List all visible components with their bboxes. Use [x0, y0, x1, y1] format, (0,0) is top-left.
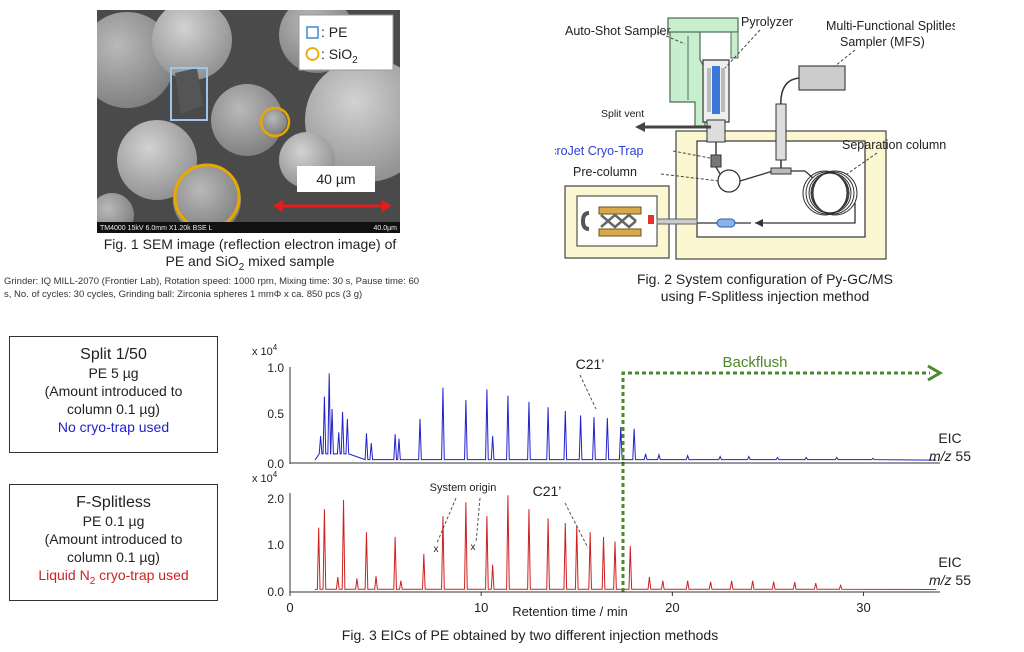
x-tick-label: 0: [286, 600, 293, 615]
label-pre-column: Pre-column: [573, 165, 637, 179]
label-separation-column: Separation column: [842, 138, 946, 152]
label-pyrolyzer: Pyrolyzer: [741, 15, 793, 29]
method-box-split: Split 1/50 PE 5 µg (Amount introduced to…: [9, 336, 218, 453]
scale-label: 40 µm: [316, 171, 355, 187]
svg-text:TM4000 15kV 6.0mm X1.20k BSE L: TM4000 15kV 6.0mm X1.20k BSE L: [100, 225, 213, 232]
top-y-tick-mid: 0.5: [267, 407, 284, 421]
top-eic-label: EIC: [938, 430, 961, 446]
svg-text:: SiO2: : SiO2: [321, 46, 358, 66]
backflush-label: Backflush: [722, 354, 787, 371]
fig1-conditions: Grinder: IQ MILL-2070 (Frontier Lab), Ro…: [4, 276, 420, 300]
legend-sio2: : SiO: [321, 46, 352, 62]
bottom-y-tick-mid: 1.0: [267, 538, 284, 552]
label-split-vent: Split vent: [601, 108, 644, 120]
system-origin-marker-1: x: [434, 544, 439, 555]
mfs-unit: [798, 65, 846, 91]
sio2-legend-icon: [305, 47, 320, 61]
fig2-system-diagram: Auto-Shot Sampler Pyrolyzer Multi-Functi…: [537, 8, 964, 270]
cryo-trap-unit: [710, 154, 722, 168]
backflush-restrictor: [716, 218, 736, 228]
label-auto-shot: Auto-Shot Sampler: [565, 24, 671, 38]
top-y-tick-zero: 0.0: [267, 457, 284, 471]
system-diagram-svg: Auto-Shot Sampler Pyrolyzer Multi-Functi…: [537, 15, 964, 260]
separation-column-coil: [802, 170, 858, 216]
bottom-y-tick-max: 2.0: [267, 492, 284, 506]
bottom-mz-label: m/z 55: [929, 572, 971, 588]
system-origin-marker-2: x: [471, 542, 476, 553]
eic-trace-split: [314, 373, 937, 461]
bottom-y-tick-zero: 0.0: [267, 585, 284, 599]
label-cryo-trap: MicroJet Cryo-Trap: [555, 144, 644, 158]
bottom-y-scale: x 104: [252, 470, 278, 485]
fig2-caption: Fig. 2 System configuration of Py-GC/MS …: [637, 271, 893, 304]
top-mz-label: m/z 55: [929, 448, 971, 464]
method-box-f-splitless: F-Splitless PE 0.1 µg (Amount introduced…: [9, 484, 218, 601]
system-origin-label: System origin: [430, 482, 497, 494]
eic-chart: x 104 1.0 0.5 0.0 EIC m/z 55 x 104 2.0 1…: [252, 343, 971, 619]
label-mfs-1: Multi-Functional Splitless: [826, 19, 955, 33]
backflush-arrow: [621, 371, 930, 592]
top-y-scale: x 104: [252, 343, 278, 358]
x-tick-label: 10: [474, 600, 488, 615]
x-tick-label: 20: [665, 600, 679, 615]
pe-highlight-box: [170, 67, 208, 121]
x-tick-label: 30: [856, 600, 870, 615]
fig3-caption: Fig. 3 EICs of PE obtained by two differ…: [341, 627, 719, 643]
sem-micrograph: : PE : SiO2 40 µm TM4000 15kV 6.0mm X1.2…: [79, 0, 429, 237]
top-y-tick-max: 1.0: [267, 361, 284, 375]
bottom-eic-label: EIC: [938, 554, 961, 570]
peak-pointer-bottom: [564, 502, 589, 549]
legend-pe: : PE: [321, 24, 347, 40]
x-axis-label: Retention time / min: [512, 604, 628, 619]
eic-trace-f-splitless: [314, 495, 937, 591]
fig1-caption: Fig. 1 SEM image (reflection electron im…: [103, 236, 397, 273]
pe-legend-icon: [306, 26, 319, 39]
svg-text:40.0µm: 40.0µm: [374, 225, 398, 232]
peak-pointer-top: [579, 374, 597, 410]
label-mfs-2: Sampler (MFS): [840, 35, 925, 49]
peak-label-bottom: C21’: [533, 483, 562, 499]
ms-interior: [576, 195, 658, 247]
sio2-highlight-small: [259, 106, 291, 138]
fig1-sem-image: : PE : SiO2 40 µm TM4000 15kV 6.0mm X1.2…: [79, 0, 429, 237]
splitter-tee: [770, 167, 792, 175]
peak-label-top: C21’: [576, 356, 605, 372]
